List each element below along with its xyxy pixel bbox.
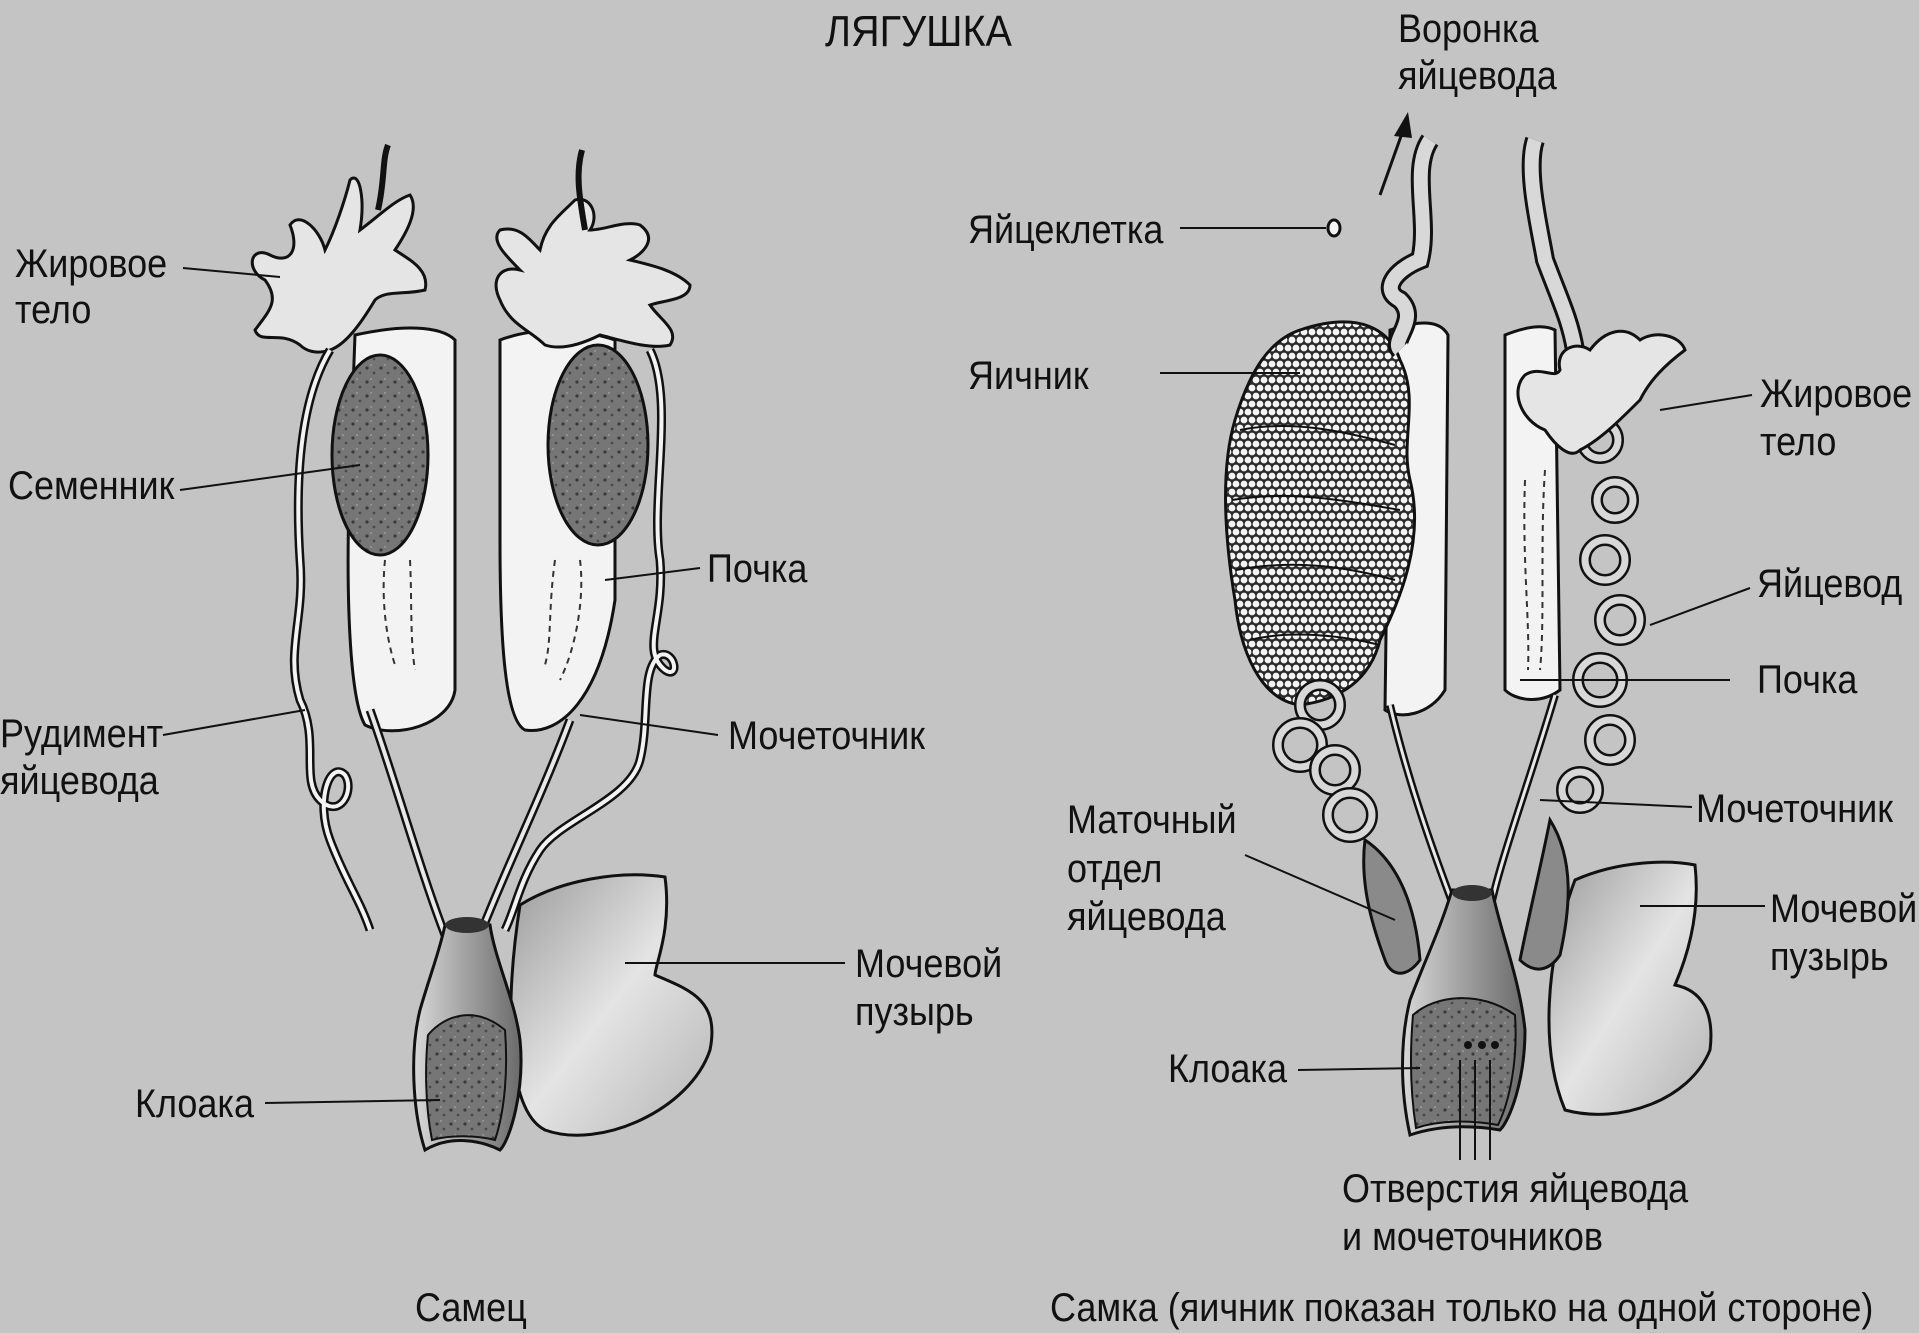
male-cloaca-label: Клоака (135, 1080, 254, 1128)
egg-cell (1328, 220, 1340, 236)
male-oviduct-rudiment-label-2: яйцевода (0, 757, 159, 805)
female-ovary-label: Яичник (968, 352, 1089, 400)
female-organs (1226, 112, 1711, 1135)
female-cloaca-label: Клоака (1168, 1045, 1287, 1093)
female-funnel-label-2: яйцевода (1398, 52, 1557, 100)
female-ureter-label: Мочеточник (1696, 785, 1893, 833)
male-bladder-label-1: Мочевой (855, 940, 1002, 988)
female-kidney-label: Почка (1757, 656, 1857, 704)
male-testis-right (548, 345, 648, 545)
male-testis-label: Семенник (8, 462, 174, 510)
male-ureter-label: Мочеточник (728, 712, 925, 760)
female-uterus-label-2: отдел (1067, 845, 1162, 893)
male-fat-body-right (496, 199, 690, 347)
female-funnel-label-1: Воронка (1398, 5, 1539, 53)
male-fat-body-label-2: тело (15, 286, 91, 334)
female-openings-label-2: и мочеточников (1342, 1213, 1603, 1261)
male-testis-left (332, 355, 428, 555)
female-uterus-left (1364, 840, 1420, 973)
female-caption: Самка (яичник показан только на одной ст… (1050, 1284, 1873, 1332)
female-egg-label: Яйцеклетка (968, 206, 1163, 254)
diagram-title: ЛЯГУШКА (825, 8, 1012, 56)
female-bladder-label-2: пузырь (1770, 933, 1889, 981)
female-uterus-label-1: Маточный (1067, 796, 1237, 844)
male-bladder-label-2: пузырь (855, 988, 974, 1036)
male-fat-body-label-1: Жировое (15, 240, 167, 288)
female-bladder (1549, 862, 1711, 1114)
female-fat-body-label-1: Жировое (1760, 370, 1912, 418)
male-fat-body-left (252, 178, 426, 352)
male-caption: Самец (415, 1284, 527, 1332)
female-fat-body-label-2: тело (1760, 418, 1836, 466)
female-openings-label-1: Отверстия яйцевода (1342, 1165, 1688, 1213)
female-uterus-label-3: яйцевода (1067, 893, 1226, 941)
female-oviduct-label: Яйцевод (1757, 560, 1902, 608)
male-bladder (511, 875, 712, 1135)
female-uterus-right (1520, 820, 1568, 969)
male-oviduct-rudiment-label-1: Рудимент (0, 710, 163, 758)
male-organs (252, 145, 712, 1150)
male-kidney-label: Почка (707, 545, 807, 593)
female-bladder-label-1: Мочевой (1770, 885, 1917, 933)
